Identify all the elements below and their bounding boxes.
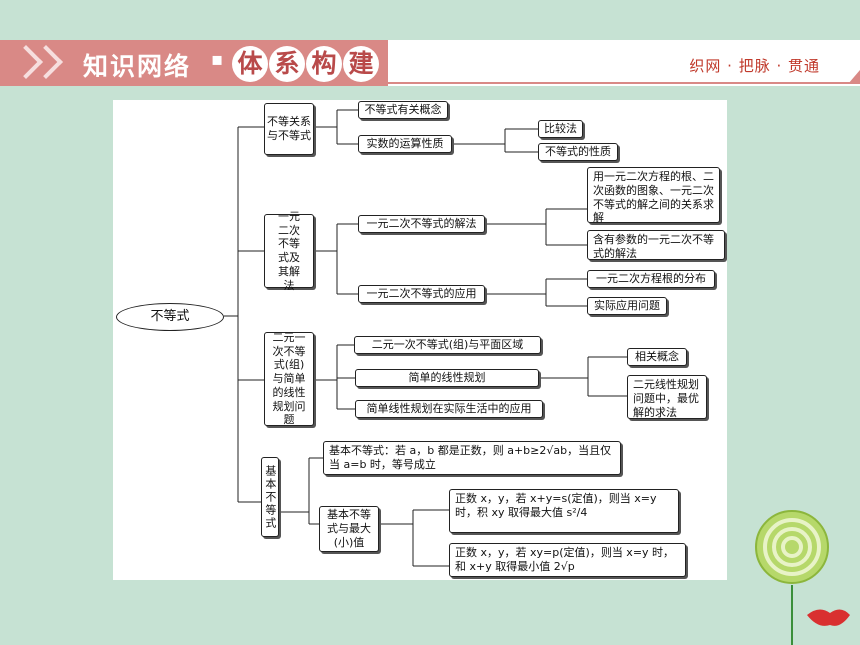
section-title-highlight: 体 系 构 建	[232, 46, 380, 82]
node-n4b1: 正数 x，y，若 x+y=s(定值)，则当 x=y 时，积 xy 取得最大值 s…	[449, 489, 679, 533]
node-n3b: 简单的线性规划	[355, 369, 539, 387]
node-n2b1: 一元二次方程根的分布	[587, 270, 715, 288]
section-subtitle: 织网 · 把脉 · 贯通	[689, 57, 820, 75]
lollipop-decoration	[755, 510, 850, 645]
node-n1: 不等关系与不等式	[264, 103, 314, 155]
section-title: 知识网络	[83, 52, 192, 81]
header-underline	[388, 82, 860, 84]
node-n2: 一元二次不等式及其解法	[264, 210, 314, 292]
node-n3b1: 相关概念	[627, 348, 687, 366]
node-n3a: 二元一次不等式(组)与平面区域	[354, 336, 541, 354]
concept-map-panel: 不等式 不等关系与不等式 不等式有关概念 实数的运算性质 比较法 不等式的性质 …	[113, 100, 727, 580]
node-n1a: 不等式有关概念	[358, 101, 448, 119]
title-char: 系	[269, 46, 305, 82]
node-n2b: 一元二次不等式的应用	[358, 285, 485, 303]
title-char: 体	[232, 46, 268, 82]
node-n2b2: 实际应用问题	[587, 297, 667, 315]
title-char: 构	[306, 46, 342, 82]
node-n1b: 实数的运算性质	[358, 135, 452, 153]
node-n1b2: 不等式的性质	[538, 143, 618, 161]
title-separator: ▪	[211, 49, 224, 70]
node-root: 不等式	[116, 303, 224, 331]
node-n4a: 基本不等式：若 a，b 都是正数，则 a+b≥2√ab，当且仅当 a=b 时，等…	[323, 441, 621, 475]
node-n4: 基本不等式	[261, 457, 279, 537]
node-n2a2: 含有参数的一元二次不等式的解法	[587, 230, 725, 260]
node-n4b: 基本不等式与最大(小)值	[319, 506, 379, 552]
corner-triangle	[848, 70, 860, 84]
node-n4b2: 正数 x，y，若 xy=p(定值)，则当 x=y 时，和 x+y 取得最小值 2…	[449, 543, 686, 577]
node-n3b2: 二元线性规划问题中，最优解的求法	[627, 375, 707, 419]
node-n2a: 一元二次不等式的解法	[358, 215, 485, 233]
node-n3: 二元一次不等式(组)与简单的线性规划问题	[264, 331, 314, 426]
node-n3c: 简单线性规划在实际生活中的应用	[355, 400, 543, 418]
node-n1b1: 比较法	[538, 120, 583, 138]
title-char: 建	[343, 46, 379, 82]
node-n2a1: 用一元二次方程的根、二次函数的图象、一元二次不等式的解之间的关系求解	[587, 167, 720, 224]
connector-lines	[224, 109, 627, 567]
